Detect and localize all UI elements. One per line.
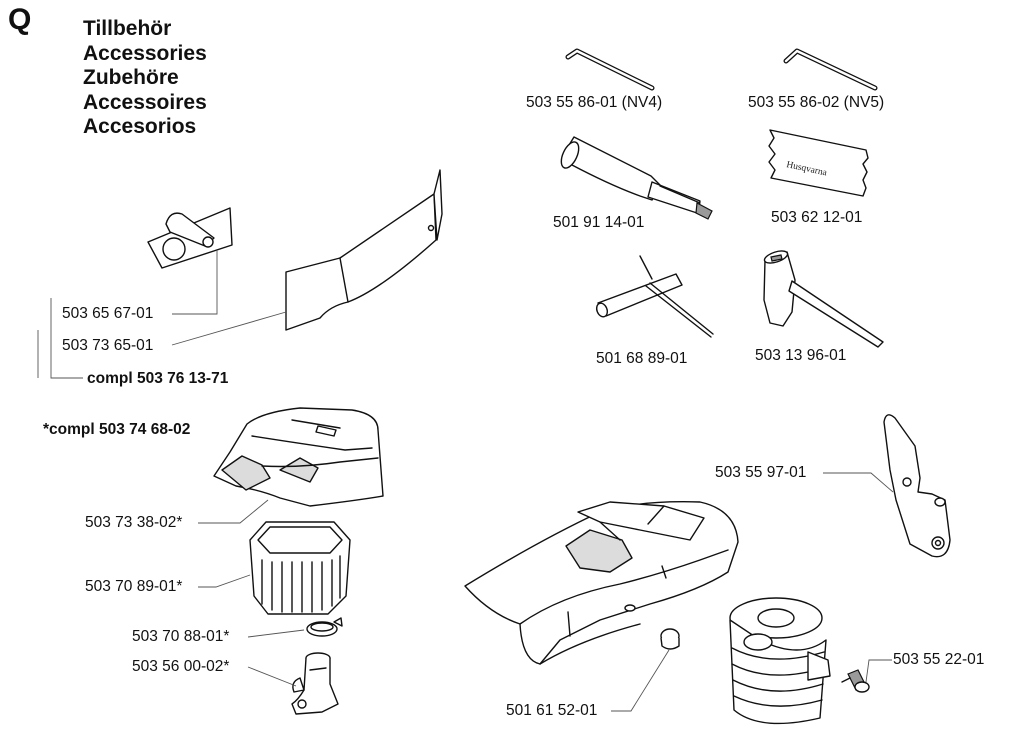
part-number-filter-compl: *compl 503 74 68-02 (43, 421, 191, 438)
part-number-air-filter: 503 70 89-01* (85, 578, 183, 595)
decomp-valve-drawing (841, 669, 870, 693)
hex-key-nv4-drawing (565, 48, 655, 91)
part-number-filter-cover: 503 73 38-02* (85, 514, 183, 531)
section-letter: Q (8, 3, 32, 36)
filter-cover-drawing (213, 407, 384, 507)
t-wrench-drawing (595, 255, 714, 338)
title-german: Zubehöre (83, 66, 179, 89)
part-number-t-wrench: 501 68 89-01 (596, 350, 688, 367)
part-number-banner: 503 62 12-01 (771, 209, 863, 226)
part-number-hex-key-nv4: 503 55 86-01 (NV4) (526, 94, 663, 111)
part-number-winter-kit-plate: 503 65 67-01 (62, 305, 154, 322)
part-number-winter-kit-cover: 503 73 65-01 (62, 337, 154, 354)
chain-cover-drawing (464, 501, 739, 665)
part-number-piston-stop: 501 91 14-01 (553, 214, 645, 231)
winter-kit-plate-drawing (147, 207, 233, 269)
title-french: Accessoires (83, 90, 207, 114)
bracket-drawing (883, 414, 951, 558)
part-number-bracket: 503 55 97-01 (715, 464, 807, 481)
part-number-decomp-valve: 503 55 22-01 (893, 651, 985, 668)
title-spanish: Accesorios (83, 115, 197, 138)
air-filter-drawing (249, 521, 351, 615)
hex-key-nv5-drawing (783, 48, 878, 91)
cylinder-drawing (729, 597, 831, 725)
part-number-intake-adapter: 503 56 00-02* (132, 658, 230, 675)
title-block: Tillbehör Accessories Zubehöre Accessoir… (83, 17, 207, 140)
banner-drawing: Husqvarna (768, 129, 869, 197)
title-english: Accessories (83, 41, 207, 65)
intake-adapter-drawing (291, 652, 339, 715)
part-number-hex-key-nv5: 503 55 86-02 (NV5) (748, 94, 885, 111)
part-number-winter-kit-compl: compl 503 76 13-71 (87, 370, 229, 387)
title-swedish: Tillbehör (83, 17, 172, 40)
plug-drawing (660, 628, 680, 650)
winter-kit-cover-drawing (285, 169, 443, 331)
part-number-clamp: 503 70 88-01* (132, 628, 230, 645)
part-number-combi-spanner: 503 13 96-01 (755, 347, 847, 364)
combi-spanner-drawing (763, 250, 884, 348)
piston-stop-drawing (560, 136, 713, 220)
clamp-drawing (306, 617, 343, 637)
part-number-chain-cover-plug: 501 61 52-01 (506, 702, 598, 719)
leader-lines (37, 250, 894, 712)
